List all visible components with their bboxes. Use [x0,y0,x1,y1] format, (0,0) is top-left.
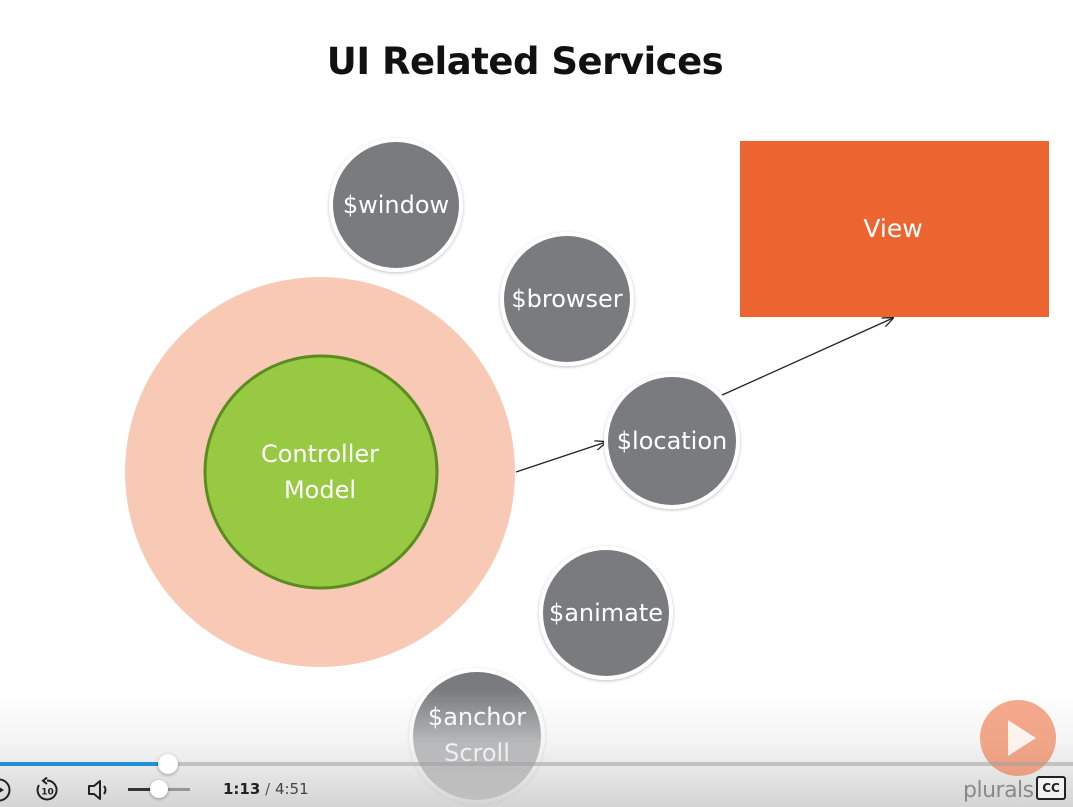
progress-bar[interactable] [0,754,1073,774]
closed-captions-button[interactable]: CC [1036,776,1066,800]
service-location: $location [604,373,740,509]
arrow-controller-to-location [515,442,606,473]
volume-handle[interactable] [150,780,168,798]
view-label: View [863,214,922,243]
window-label: $window [343,191,449,219]
progress-handle[interactable] [158,754,178,774]
total-time: 4:51 [274,780,309,798]
time-separator: / [265,780,271,798]
play-icon[interactable] [0,777,12,803]
view-box [740,141,1049,317]
location-label: $location [617,427,728,455]
volume-slider[interactable] [128,780,190,798]
big-play-icon[interactable] [978,698,1058,778]
service-animate: $animate [539,546,673,680]
animate-label: $animate [549,599,663,627]
arrow-location-to-view [719,318,893,397]
current-time: 1:13 [223,780,261,798]
service-browser: $browser [500,232,634,366]
model-label: Model [284,476,356,504]
anchor-label: $anchor [428,703,526,731]
rewind-10-icon[interactable]: 10 [33,777,61,803]
volume-icon[interactable] [86,777,112,803]
slide-title: UI Related Services [326,40,724,83]
svg-text:10: 10 [41,788,54,798]
service-window: $window [329,138,463,272]
progress-fill [0,762,168,766]
volume-fill [128,788,159,791]
brand-watermark: plurals [963,778,1034,803]
time-display: 1:13 / 4:51 [223,780,309,798]
controller-label: Controller [261,440,379,468]
browser-label: $browser [511,285,622,313]
player-controls: 10 1:13 / 4:51 [0,770,1073,807]
controller-model-circle [203,354,439,590]
